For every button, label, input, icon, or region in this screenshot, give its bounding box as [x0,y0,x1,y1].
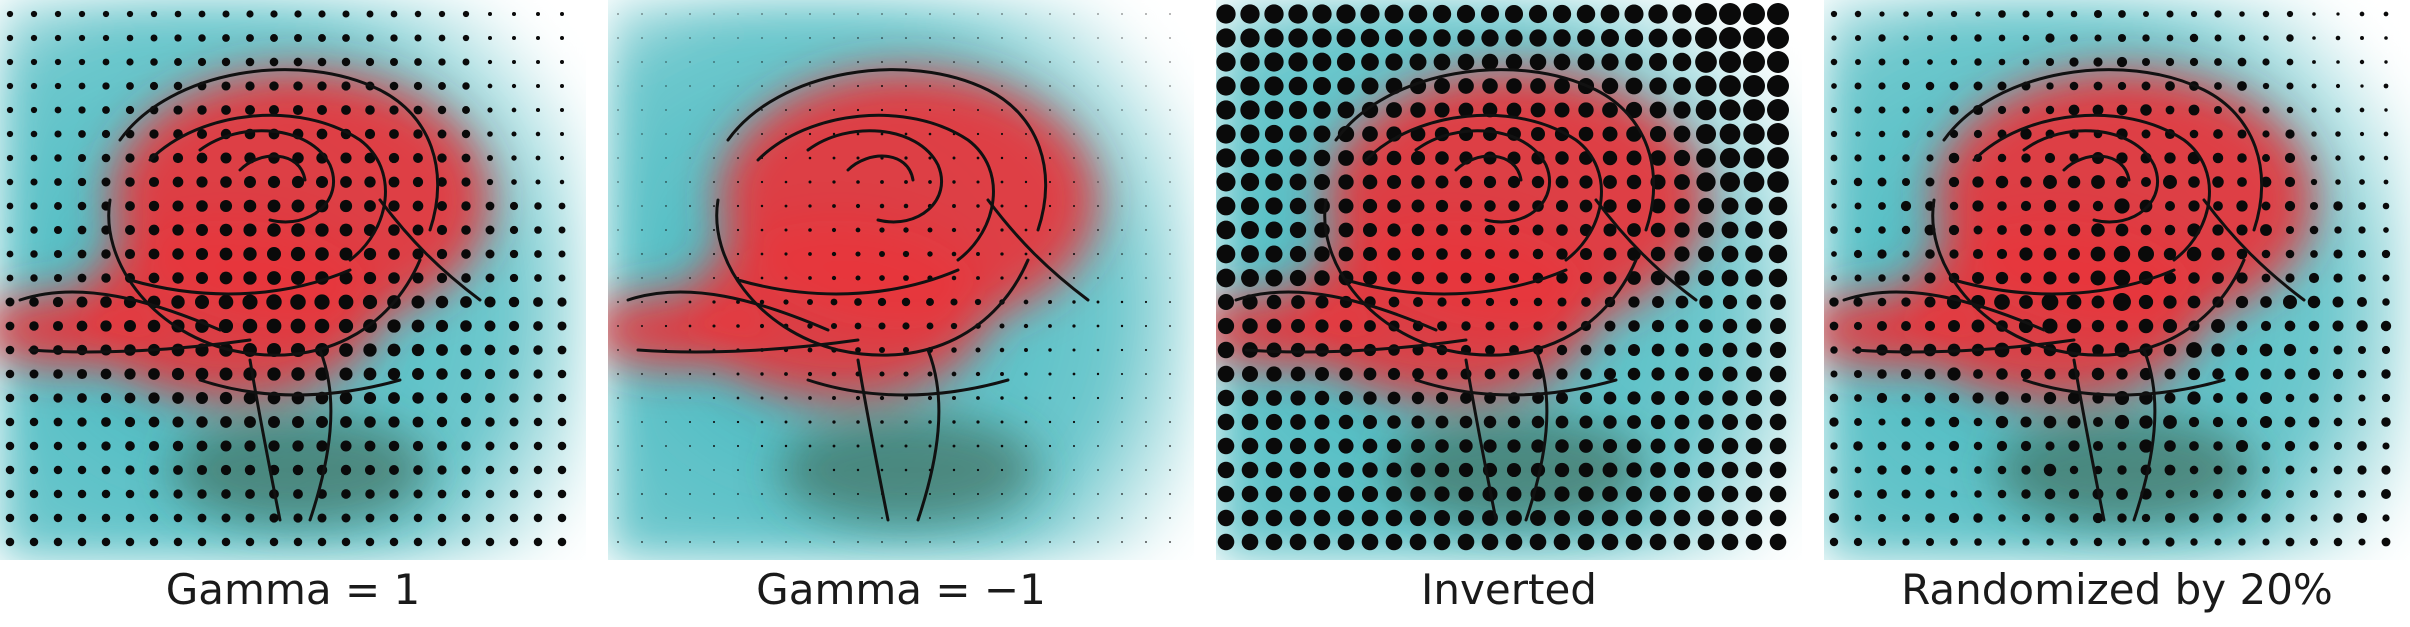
halftone-rose-image [1824,0,2410,560]
halftone-rose-image [608,0,1194,560]
halftone-rose-image [0,0,586,560]
panel-gamma-neg-1: Gamma = −1 [608,0,1194,627]
panel-randomized: Randomized by 20% [1824,0,2410,627]
halftone-rose-image [1216,0,1802,560]
panel-gamma-1: Gamma = 1 [0,0,586,627]
panel-inverted: Inverted [1216,0,1802,627]
panel-caption: Inverted [1421,565,1597,614]
panel-caption: Gamma = −1 [756,565,1046,614]
panel-caption: Gamma = 1 [165,565,421,614]
panel-caption: Randomized by 20% [1901,565,2333,614]
